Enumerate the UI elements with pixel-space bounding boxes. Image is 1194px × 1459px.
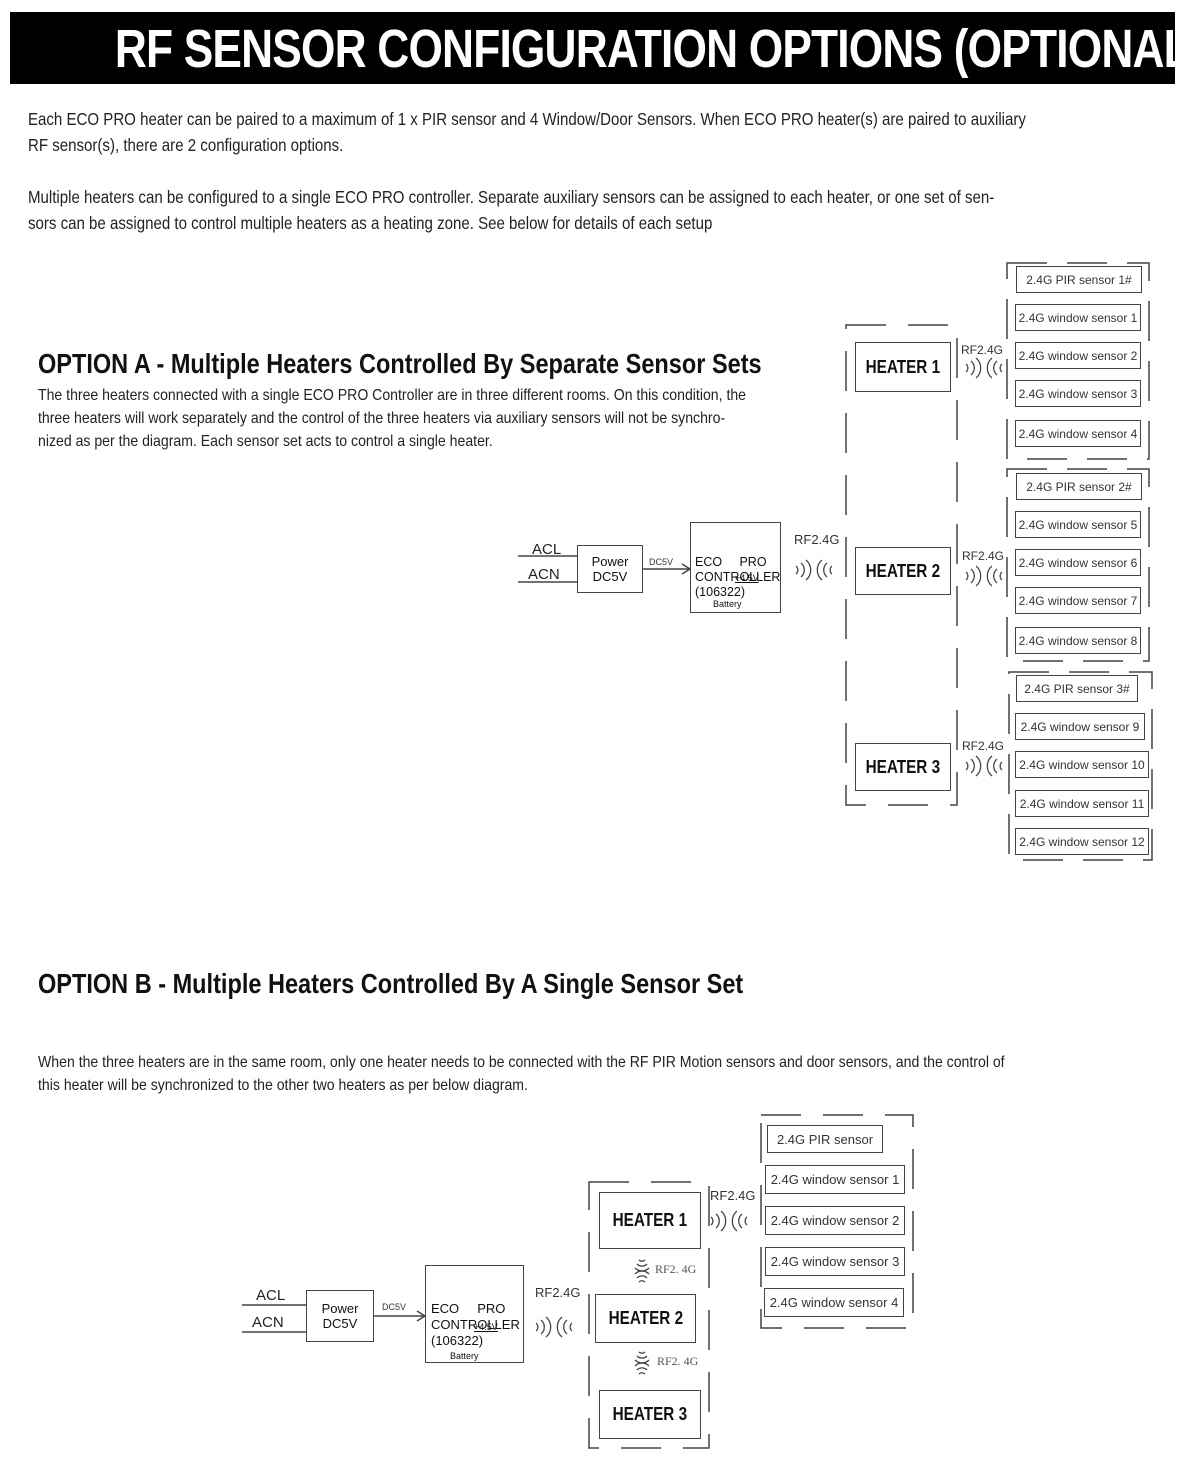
option-a-heading: OPTION A - Multiple Heaters Controlled B… <box>38 348 762 379</box>
rf-label: RF2.4G <box>962 739 1005 753</box>
rf-waves-icon <box>965 357 1003 379</box>
heater-3-box: HEATER 3 <box>599 1390 701 1439</box>
rf-waves-icon <box>965 755 1003 777</box>
intro-line: Multiple heaters can be configured to a … <box>28 187 995 207</box>
window-sensor-box: 2.4G window sensor 11 <box>1015 790 1149 817</box>
rf-waves-icon <box>634 1351 650 1375</box>
heater-label: HEATER 1 <box>865 356 941 377</box>
acn-label: ACN <box>252 1314 284 1331</box>
power-label: Power <box>321 1301 359 1316</box>
rf-label: RF2.4G <box>535 1285 581 1300</box>
rf-waves-icon <box>535 1316 573 1338</box>
window-sensor-box: 2.4G window sensor 12 <box>1015 828 1149 855</box>
pir-sensor-box: 2.4G PIR sensor 3# <box>1016 675 1138 702</box>
intro-line: Each ECO PRO heater can be paired to a m… <box>28 109 1026 129</box>
controller-name: ECO PRO <box>431 1301 506 1316</box>
window-sensor-box: 2.4G window sensor 10 <box>1015 751 1149 778</box>
heater-2-box: HEATER 2 <box>595 1294 696 1343</box>
voltage-label: +4.5V <box>474 1322 498 1332</box>
window-sensor-box: 2.4G window sensor 6 <box>1015 549 1141 576</box>
option-a-desc: nized as per the diagram. Each sensor se… <box>38 433 493 450</box>
rf-label: RF2.4G <box>794 532 840 547</box>
power-voltage: DC5V <box>322 1316 358 1331</box>
rf-waves-icon <box>710 1210 748 1232</box>
heater-link-label: RF2. 4G <box>657 1354 699 1368</box>
window-sensor-box: 2.4G window sensor 3 <box>765 1247 905 1276</box>
window-sensor-box: 2.4G window sensor 2 <box>765 1206 905 1235</box>
intro-line: RF sensor(s), there are 2 configuration … <box>28 135 344 155</box>
controller-name: ECO PRO <box>695 555 767 569</box>
rf-label: RF2.4G <box>710 1188 756 1203</box>
pir-sensor-box: 2.4G PIR sensor 1# <box>1016 266 1142 293</box>
battery-label: Battery <box>450 1351 479 1361</box>
window-sensor-box: 2.4G window sensor 5 <box>1015 511 1141 538</box>
acl-label: ACL <box>532 541 562 558</box>
option-b-desc: When the three heaters are in the same r… <box>38 1054 1005 1071</box>
heater-3-box: HEATER 3 <box>855 743 951 791</box>
power-voltage: DC5V <box>592 569 628 584</box>
acl-label: ACL <box>256 1287 286 1304</box>
controller-type: CONTROLLER <box>695 570 781 584</box>
window-sensor-box: 2.4G window sensor 8 <box>1015 627 1141 654</box>
rf-label: RF2.4G <box>961 343 1004 357</box>
heater-1-box: HEATER 1 <box>855 342 951 392</box>
pir-sensor-box: 2.4G PIR sensor <box>767 1125 883 1153</box>
rf-waves-icon <box>795 559 833 581</box>
window-sensor-box: 2.4G window sensor 7 <box>1015 587 1141 614</box>
heater-label: HEATER 2 <box>865 560 941 581</box>
page-title: RF SENSOR CONFIGURATION OPTIONS (OPTIONA… <box>114 19 1194 79</box>
heater-label: HEATER 3 <box>865 756 941 777</box>
controller-model: (106322) <box>695 585 746 599</box>
heater-2-box: HEATER 2 <box>855 547 951 595</box>
heater-label: HEATER 1 <box>612 1210 688 1230</box>
dc5v-label: DC5V <box>382 1302 407 1312</box>
pir-sensor-box: 2.4G PIR sensor 2# <box>1016 473 1142 500</box>
window-sensor-box: 2.4G window sensor 3 <box>1015 380 1141 407</box>
title-banner: RF SENSOR CONFIGURATION OPTIONS (OPTIONA… <box>10 12 1194 84</box>
voltage-label: +4.5V <box>735 573 759 583</box>
window-sensor-box: 2.4G window sensor 9 <box>1015 713 1145 740</box>
dc5v-label: DC5V <box>649 557 674 567</box>
heater-label: HEATER 2 <box>608 1308 683 1328</box>
acn-label: ACN <box>528 566 560 583</box>
option-a-desc: three heaters will work separately and t… <box>38 410 726 427</box>
power-label: Power <box>591 554 629 569</box>
option-b-heading: OPTION B - Multiple Heaters Controlled B… <box>38 968 744 999</box>
window-sensor-box: 2.4G window sensor 1 <box>1015 304 1141 331</box>
rf-waves-icon <box>965 565 1003 587</box>
heater-label: HEATER 3 <box>612 1404 688 1424</box>
rf-label: RF2.4G <box>962 549 1005 563</box>
rf-waves-icon <box>634 1259 650 1283</box>
controller-model: (106322) <box>431 1333 484 1348</box>
battery-label: Battery <box>713 599 742 609</box>
heater-link-label: RF2. 4G <box>655 1262 697 1276</box>
window-sensor-box: 2.4G window sensor 4 <box>1015 420 1141 447</box>
controller-type: CONTROLLER <box>431 1317 520 1332</box>
intro-line: sors can be assigned to control multiple… <box>28 213 713 233</box>
window-sensor-box: 2.4G window sensor 4 <box>764 1288 904 1317</box>
heater-1-box: HEATER 1 <box>599 1192 701 1249</box>
window-sensor-box: 2.4G window sensor 1 <box>765 1165 905 1194</box>
option-a-desc: The three heaters connected with a singl… <box>38 387 747 404</box>
option-b-desc: this heater will be synchronized to the … <box>38 1077 528 1094</box>
window-sensor-box: 2.4G window sensor 2 <box>1015 342 1141 369</box>
